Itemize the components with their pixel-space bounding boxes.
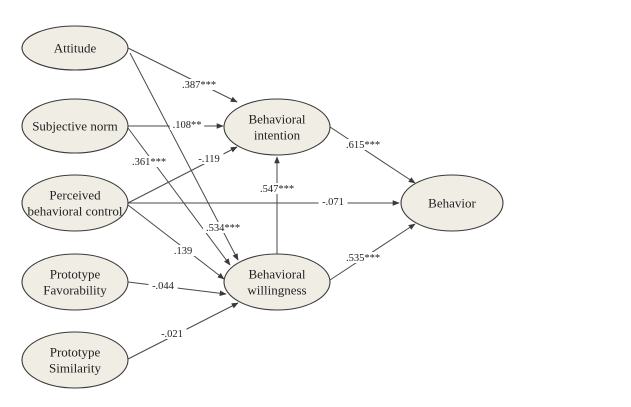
edge-arrow: [127, 127, 231, 266]
node-label: Attitude: [54, 41, 97, 56]
coefficient-label: -.044: [152, 281, 175, 292]
node-label: Behavioral: [248, 112, 305, 127]
label-background: [169, 119, 205, 130]
coefficient-label: .547***: [260, 184, 294, 195]
node-subjective-norm: Subjective norm: [21, 98, 129, 154]
node-ellipse: [21, 253, 129, 311]
edge-coefficient: .535***: [343, 252, 383, 264]
edge-coefficient: .361***: [129, 156, 169, 168]
edge-coefficient: .139: [171, 245, 195, 257]
coefficient-label: .534***: [206, 223, 240, 234]
node-label: Prototype: [50, 345, 101, 360]
node-ellipse: [21, 174, 129, 232]
edge-pbc-to-willingness: [127, 204, 225, 280]
edge-coefficient: -.021: [157, 328, 187, 340]
coefficient-label: .108**: [173, 120, 202, 131]
label-background: [257, 183, 297, 194]
edge-coefficient: .547***: [257, 183, 297, 195]
coefficient-label: -.119: [198, 154, 219, 165]
node-ellipse: [21, 331, 129, 389]
edge-coefficient: .387***: [179, 79, 219, 91]
coefficient-label: .535***: [346, 253, 380, 264]
node-label: Subjective norm: [32, 119, 118, 134]
edge-coefficient: .534***: [203, 222, 243, 234]
node-ellipse: [400, 174, 504, 232]
coefficient-label: -.071: [322, 197, 344, 208]
coefficient-label: .615***: [346, 140, 380, 151]
node-label: Behavioral: [248, 267, 305, 282]
coefficient-label: .139: [174, 246, 192, 257]
node-ellipse: [223, 98, 331, 156]
label-background: [318, 196, 348, 207]
node-ellipse: [21, 98, 129, 154]
edge-coefficient: -.044: [148, 280, 178, 292]
coefficient-label: .361***: [132, 157, 166, 168]
edge-coefficient: -.071: [318, 196, 348, 208]
node-label: willingness: [247, 283, 306, 298]
label-background: [148, 280, 178, 291]
node-label: behavioral control: [28, 204, 123, 219]
label-background: [343, 252, 383, 263]
node-label: Prototype: [50, 267, 101, 282]
edge-arrow: [329, 126, 416, 184]
node-label: Similarity: [49, 361, 102, 376]
node-ellipse: [21, 25, 129, 71]
edge-coefficient: .615***: [343, 139, 383, 151]
coefficient-label: -.021: [161, 329, 183, 340]
node-label: intention: [254, 128, 301, 143]
label-background: [129, 156, 169, 167]
node-label: Favorability: [43, 283, 107, 298]
node-behavior: Behavior: [400, 174, 504, 232]
node-label: Behavior: [428, 196, 476, 211]
label-background: [203, 222, 243, 233]
label-background: [171, 245, 195, 256]
edge-arrow: [127, 204, 225, 280]
edge-subjective-norm-to-willingness: [127, 127, 231, 266]
edge-arrow: [127, 47, 238, 103]
edge-coefficient: .108**: [169, 119, 205, 131]
node-label: Perceived: [49, 188, 101, 203]
label-background: [343, 139, 383, 150]
label-background: [179, 79, 219, 90]
node-attitude: Attitude: [21, 25, 129, 71]
label-background: [194, 153, 224, 164]
node-ellipse: [223, 253, 331, 311]
coefficient-label: .387***: [182, 80, 216, 91]
edge-intention-to-behavior: [329, 126, 416, 184]
edge-coefficient: -.119: [194, 153, 224, 165]
edge-attitude-to-intention: [127, 47, 238, 103]
label-background: [157, 328, 187, 339]
